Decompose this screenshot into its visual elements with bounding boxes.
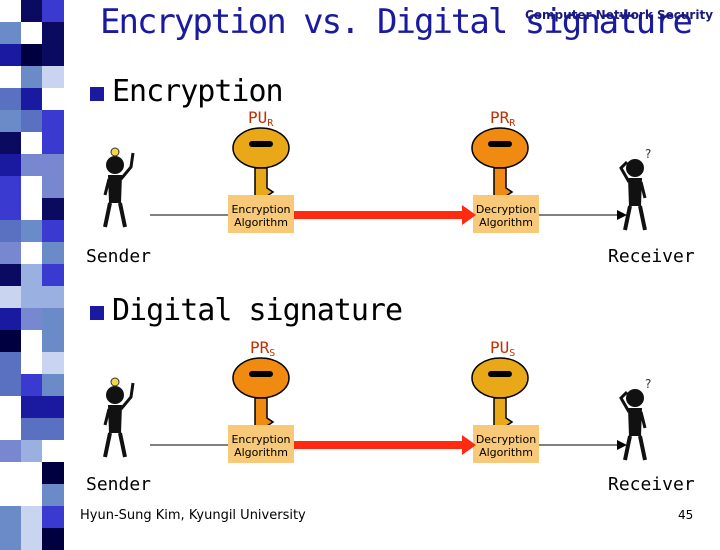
decryption-algorithm-label: DecryptionAlgorithm bbox=[473, 433, 539, 459]
footer-author: Hyun-Sung Kim, Kyungil University bbox=[80, 508, 306, 523]
red-arrow bbox=[294, 441, 462, 449]
page-number: 45 bbox=[678, 508, 693, 522]
sender-figure-icon bbox=[105, 378, 133, 457]
receiver-label: Receiver bbox=[608, 474, 695, 495]
receiver-figure-icon: ? bbox=[621, 377, 651, 460]
svg-text:?: ? bbox=[645, 377, 651, 391]
sender-label: Sender bbox=[86, 474, 151, 495]
